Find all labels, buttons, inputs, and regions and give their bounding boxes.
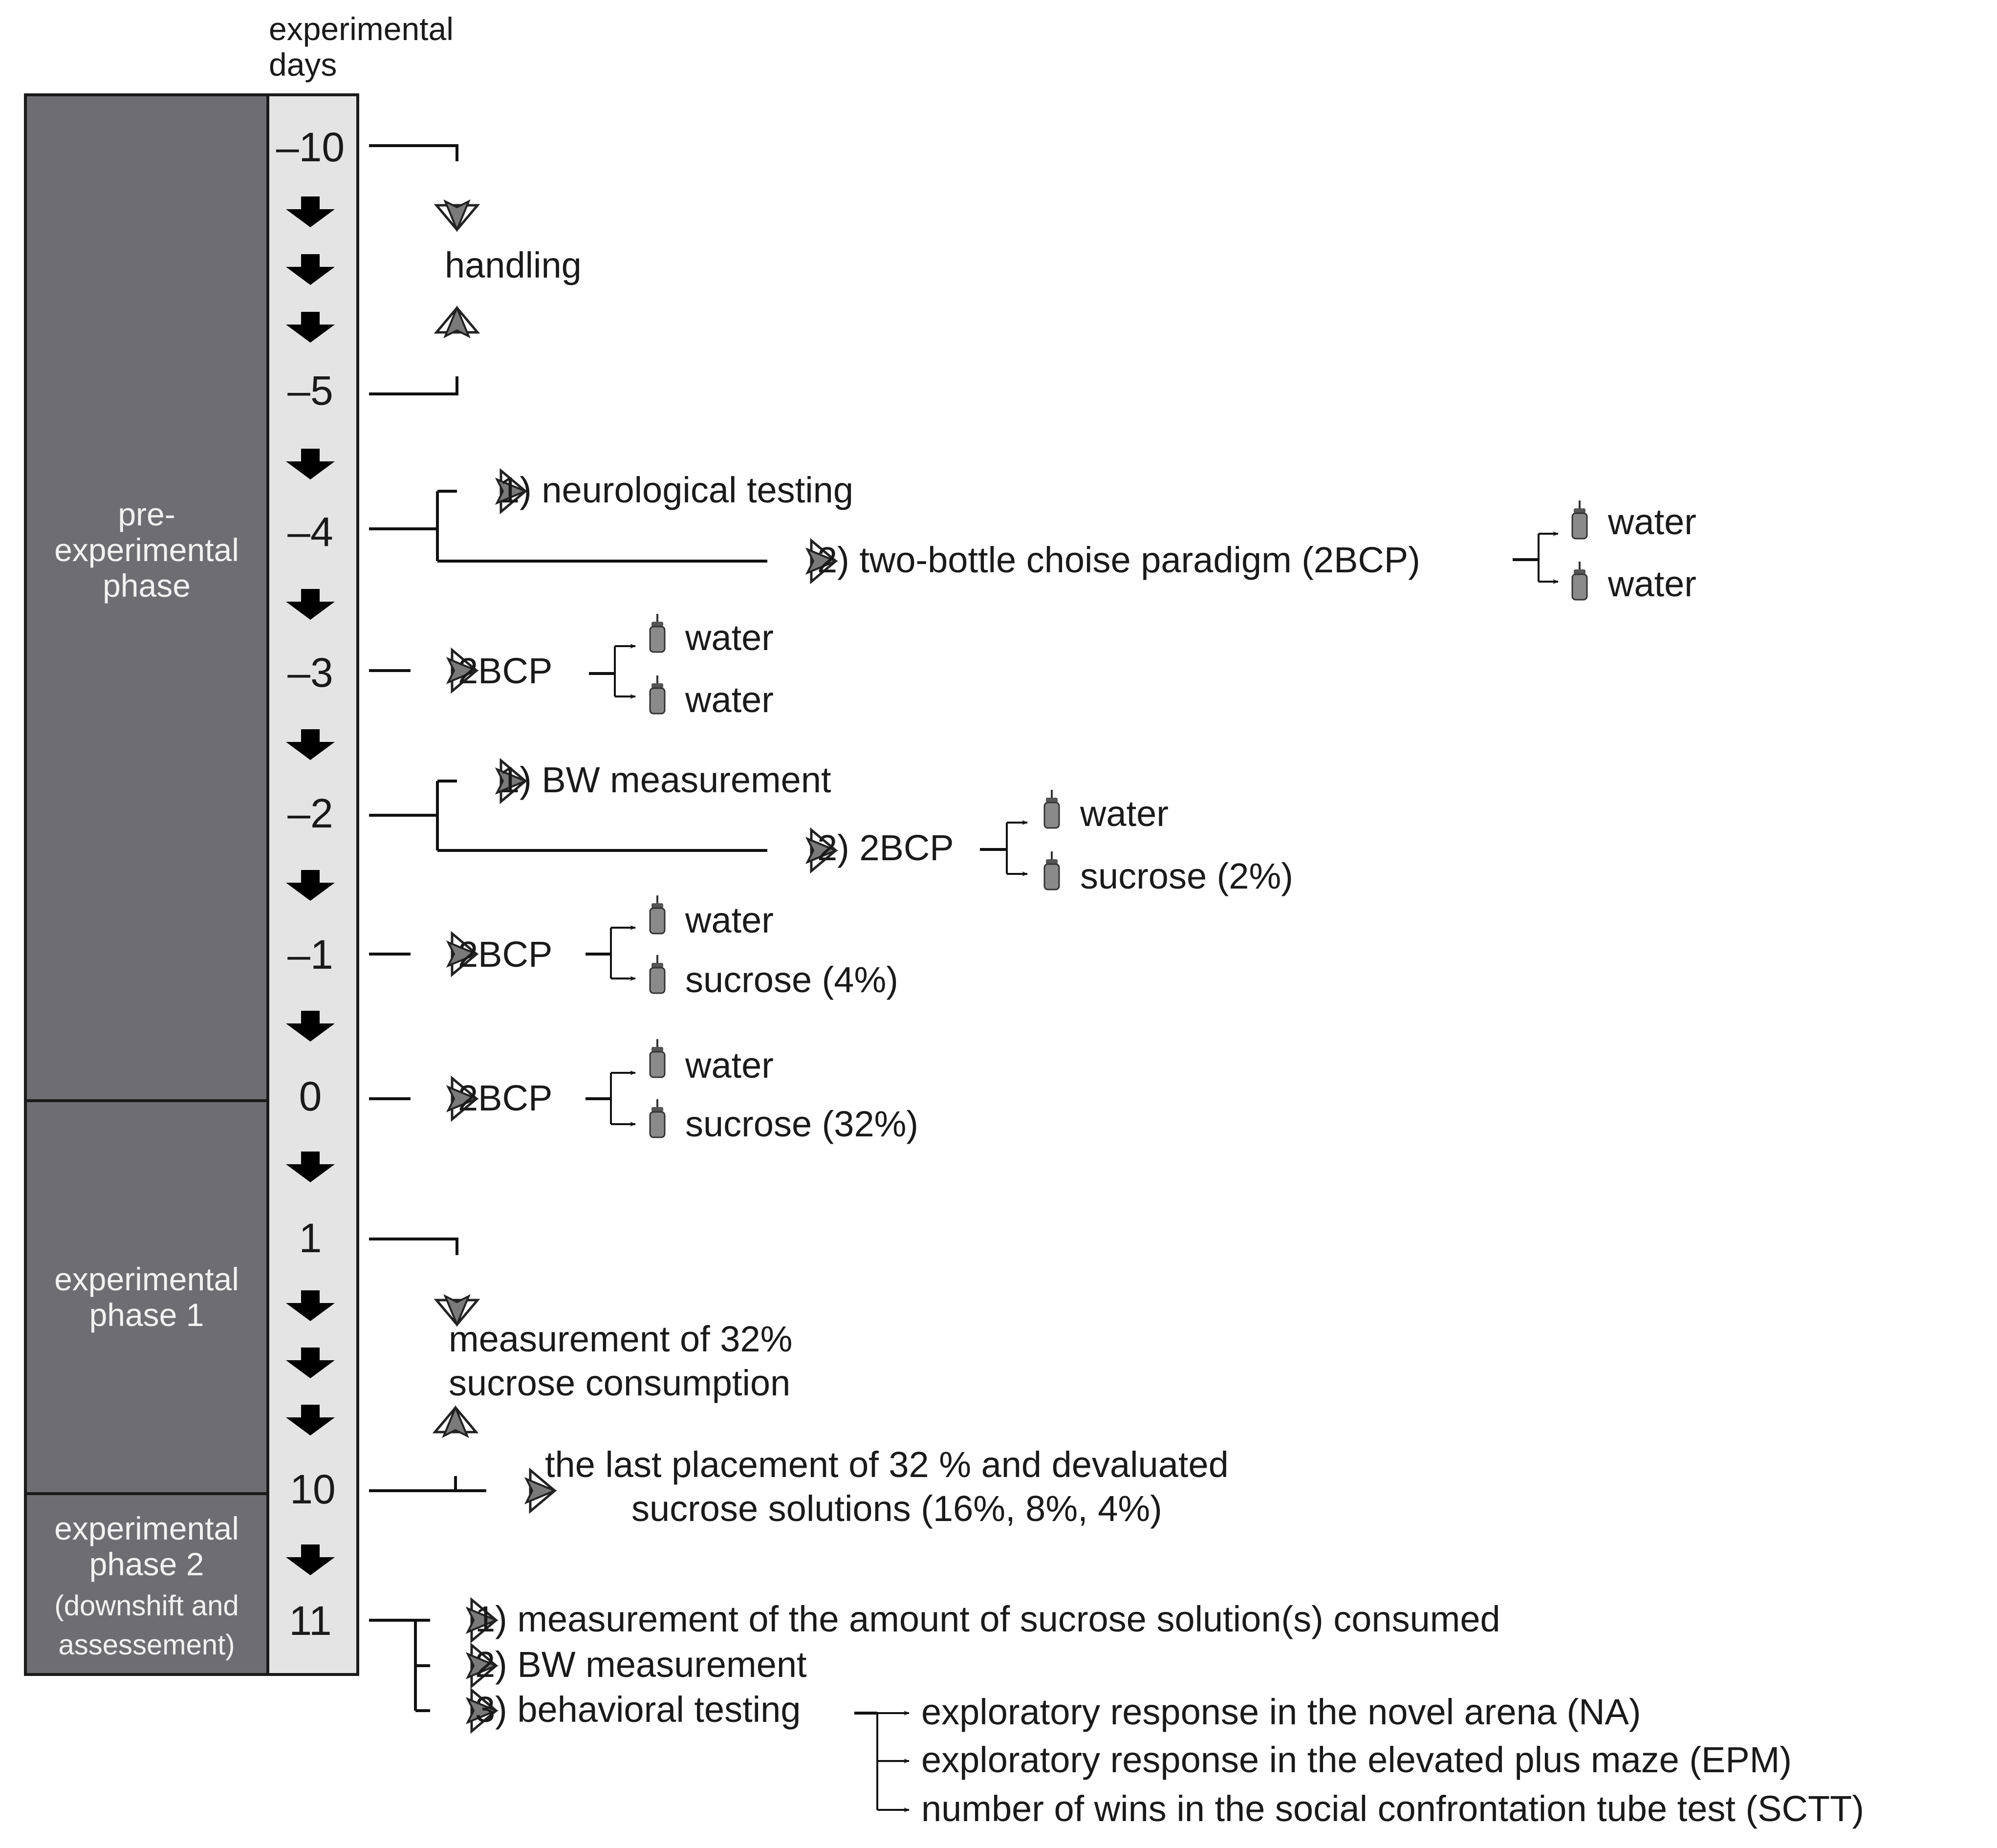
test-na: exploratory response in the novel arena … — [921, 1692, 1641, 1732]
phase-pre-label-1: pre- — [118, 496, 175, 532]
bottle-icon — [649, 894, 666, 935]
day-m2-bottle1: water — [1080, 793, 1169, 834]
test-epm: exploratory response in the elevated plu… — [921, 1739, 1792, 1780]
phase1-measure-group: measurement of 32% sucrose consumption — [369, 1238, 792, 1403]
bottle-icon — [649, 613, 666, 653]
down-arrow-icon — [286, 196, 335, 227]
bottle-icon — [649, 1098, 666, 1138]
day-m1-label: 2BCP — [458, 934, 552, 975]
day-11-group: 1) measurement of the amount of sucrose … — [369, 1599, 1864, 1829]
phase-1-label-1: experimental — [54, 1261, 239, 1297]
day-10-line2: sucrose solutions (16%, 8%, 4%) — [631, 1488, 1162, 1529]
day-label-m4: –4 — [287, 509, 333, 555]
phase-pre-block — [24, 93, 269, 1102]
handling-label: handling — [445, 245, 582, 285]
day-label-m3: –3 — [287, 650, 333, 696]
day-label-10: 10 — [290, 1466, 335, 1512]
bottle-icon — [1043, 850, 1060, 891]
day-m3-bottle1: water — [685, 617, 774, 658]
arrow-up-icon — [436, 308, 478, 336]
day-11-step1: 1) measurement of the amount of sucrose … — [475, 1599, 1500, 1639]
phase-2-label-3: (downshift and — [54, 1590, 239, 1622]
phase-pre-label-3: phase — [103, 567, 191, 604]
day-label-m10: –10 — [276, 124, 345, 170]
day-m1-bottle1: water — [685, 900, 774, 940]
day-label-m1: –1 — [287, 932, 333, 978]
day-m4-step1: 1) neurological testing — [499, 470, 853, 510]
day-m2-step2: 2) 2BCP — [817, 827, 954, 868]
day-m3-label: 2BCP — [458, 651, 552, 691]
down-arrows — [286, 196, 335, 1575]
day-m4-bottle2: water — [1607, 564, 1696, 604]
phase-column: pre- experimental phase experimental pha… — [24, 93, 269, 1676]
test-sctt: number of wins in the social confrontati… — [921, 1788, 1864, 1829]
day-m2-step1: 1) BW measurement — [499, 760, 831, 800]
down-arrow-icon — [286, 870, 335, 901]
down-arrow-icon — [286, 1544, 335, 1575]
bottle-icon — [649, 954, 666, 994]
day-label-0: 0 — [299, 1073, 322, 1119]
day-0-group: 2BCP water sucrose (32%) — [369, 1038, 918, 1144]
down-arrow-icon — [286, 449, 335, 479]
down-arrow-icon — [286, 1152, 335, 1182]
day-10-group: the last placement of 32 % and devaluate… — [369, 1408, 1229, 1529]
day-m2-bottle2: sucrose (2%) — [1080, 856, 1293, 896]
bottle-icon — [1043, 789, 1060, 829]
day-label-11: 11 — [289, 1598, 331, 1644]
phase1-measure-line2: sucrose consumption — [449, 1363, 790, 1403]
day-m1-group: 2BCP water sucrose (4%) — [369, 894, 898, 1000]
phase-2-label-1: experimental — [54, 1510, 239, 1546]
day-11-step3: 3) behavioral testing — [475, 1689, 801, 1730]
down-arrow-icon — [286, 1348, 335, 1378]
phase-1-block — [24, 1099, 269, 1495]
day-10-line1: the last placement of 32 % and devaluate… — [545, 1444, 1229, 1485]
phase1-measure-line1: measurement of 32% — [449, 1319, 792, 1359]
day-m3-bottle2: water — [685, 679, 774, 720]
bottle-icon — [649, 1038, 666, 1078]
down-arrow-icon — [286, 1405, 335, 1435]
day-m1-bottle2: sucrose (4%) — [685, 959, 898, 1000]
day-m4-bottle1: water — [1607, 501, 1696, 542]
phase-pre-label-2: experimental — [54, 532, 239, 568]
bottle-icon — [1571, 561, 1588, 601]
day-0-bottle2: sucrose (32%) — [685, 1104, 918, 1144]
day-m2-group: 1) BW measurement 2) 2BCP water sucrose … — [369, 760, 1293, 896]
day-0-bottle1: water — [685, 1045, 774, 1086]
down-arrow-icon — [286, 1011, 335, 1042]
day-m4-step2: 2) two-bottle choise paradigm (2BCP) — [817, 540, 1420, 580]
phase-2-block — [24, 1492, 269, 1676]
bottle-icon — [1571, 500, 1588, 540]
day-0-label: 2BCP — [458, 1078, 552, 1118]
arrow-down-icon — [436, 201, 478, 230]
day-label-m5: –5 — [287, 368, 333, 413]
phase-2-label-2: phase 2 — [89, 1546, 204, 1582]
phase-1-label-2: phase 1 — [89, 1297, 204, 1333]
phase-2-label-4: assessement) — [58, 1629, 235, 1661]
day-11-step2: 2) BW measurement — [475, 1644, 807, 1685]
header-line1: experimental — [269, 11, 454, 47]
day-column: –10 –5 –4 –3 –2 –1 0 1 10 11 — [266, 93, 359, 1676]
down-arrow-icon — [286, 1290, 335, 1321]
day-m3-group: 2BCP water water — [369, 613, 774, 720]
down-arrow-icon — [286, 254, 335, 285]
handling-group: handling — [369, 144, 582, 395]
day-label-1: 1 — [299, 1215, 322, 1261]
day-m4-group: 1) neurological testing 2) two-bottle ch… — [369, 470, 1696, 604]
header-line2: days — [269, 46, 337, 83]
down-arrow-icon — [286, 589, 335, 620]
arrow-up-icon — [435, 1408, 476, 1436]
down-arrow-icon — [286, 729, 335, 760]
bottle-icon — [649, 674, 666, 715]
down-arrow-icon — [286, 312, 335, 343]
day-label-m2: –2 — [287, 790, 333, 836]
